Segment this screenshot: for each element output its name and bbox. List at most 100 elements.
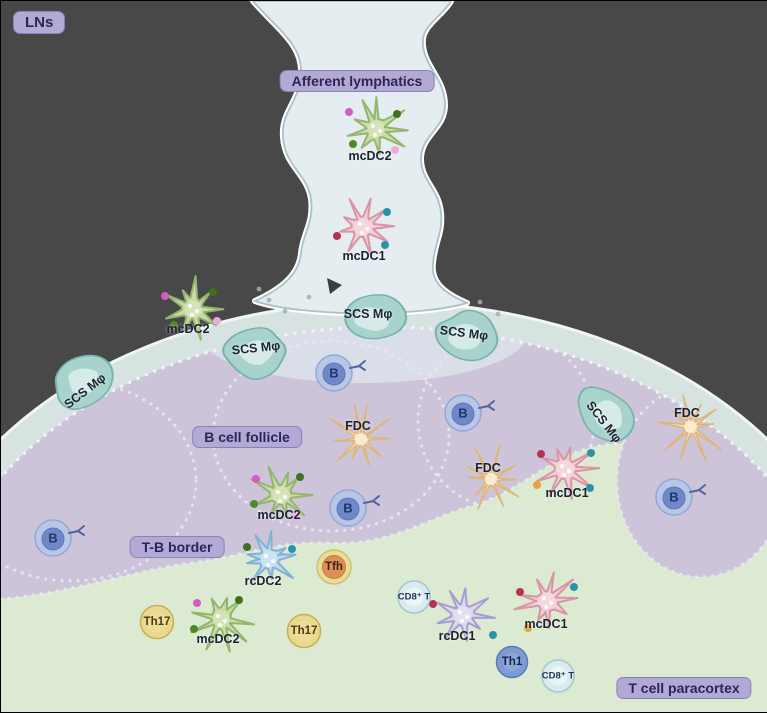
antigen-dot (586, 484, 594, 492)
fdc-cell (329, 404, 391, 466)
scs-macrophage-cell (222, 327, 287, 381)
fdc-label-3: FDC (674, 406, 700, 420)
b-cell-label-3: B (343, 500, 353, 516)
cd8-t-label-1: CD8⁺ T (397, 591, 431, 603)
antigen-dot (252, 475, 260, 483)
antigen-dot (209, 288, 217, 296)
mcdc1-label-vessel: mcDC1 (342, 249, 386, 263)
antigen-dot (161, 292, 169, 300)
antigen-dot (393, 110, 401, 118)
scs-macrophage-cell (344, 294, 408, 340)
antigen-dot (345, 108, 353, 116)
antigen-dot (570, 583, 578, 591)
antigen-dot (391, 146, 399, 154)
follicle-dotted-border (211, 339, 451, 533)
antigen-dot (193, 599, 201, 607)
antigen-dot (587, 449, 595, 457)
antigen-dot (533, 481, 541, 489)
follicle-dotted-border (615, 383, 767, 579)
antigen-dot (381, 241, 389, 249)
th17-cell (286, 613, 322, 649)
t-cell-paracortex-region (1, 425, 767, 712)
debris-dot (256, 286, 262, 292)
cd8-t-cell (541, 659, 575, 693)
antigen-dot (250, 500, 258, 508)
mcdc2-cell (161, 275, 225, 341)
afferent-lymphatics-label: Afferent lymphatics (279, 70, 435, 92)
tb-border-label: T-B border (129, 536, 225, 558)
antigen-dot (296, 473, 304, 481)
antigen-dot (429, 600, 437, 608)
b-cell (655, 478, 706, 516)
rcdc1-cell (429, 587, 497, 642)
mcdc1-label-bottom: mcDC1 (524, 617, 568, 631)
scs-macrophage-cell (434, 309, 499, 362)
cd8-t-label-2: CD8⁺ T (541, 670, 575, 682)
antigen-dot (292, 513, 300, 521)
debris-dot (266, 297, 272, 303)
debris-dot (306, 294, 312, 300)
th1-cell (495, 645, 529, 679)
b-cell-label-2: B (458, 405, 468, 421)
antigen-dot (243, 543, 251, 551)
mcdc1-cell (533, 446, 601, 500)
antigen-dot (524, 624, 532, 632)
rcdc2-label: rcDC2 (244, 574, 282, 588)
cd8-t-cell (397, 580, 431, 614)
follicle-dotted-border (1, 379, 198, 583)
mcdc2-label-vessel: mcDC2 (348, 149, 392, 163)
t-cell-paracortex-label: T cell paracortex (616, 677, 752, 699)
b-cell-label-1: B (329, 365, 339, 381)
lns-badge: LNs (13, 11, 66, 34)
fdc-cell (656, 394, 722, 463)
debris-dot (282, 308, 288, 314)
rcdc1-label: rcDC1 (438, 629, 476, 643)
antigen-dot (349, 140, 357, 148)
b-cell (315, 354, 366, 392)
antigen-dot (333, 232, 341, 240)
mcdc2-label-mid: mcDC2 (257, 508, 301, 522)
mcdc1-cell (513, 571, 579, 632)
antigen-dot (235, 596, 243, 604)
mcdc2-cell (345, 96, 409, 156)
b-cell-receptor-icon (349, 360, 366, 371)
fdc-label-1: FDC (345, 419, 371, 433)
th17-cell (139, 604, 175, 640)
antigen-dot (516, 588, 524, 596)
mcdc2-cell (250, 465, 314, 521)
entry-arrow (327, 278, 342, 294)
scs-macrophage-cell (54, 354, 114, 411)
b-cell-receptor-icon (478, 400, 495, 411)
rcdc2-cell (243, 530, 297, 583)
antigen-dot (489, 631, 497, 639)
antigen-dot (288, 545, 296, 553)
mcdc2-label-rim: mcDC2 (166, 322, 210, 336)
fdc-cell (466, 444, 520, 510)
scs-macrophage-label-3: SCS Mφ (343, 307, 393, 321)
fdc-label-2: FDC (475, 461, 501, 475)
b-cell-label-4: B (48, 530, 58, 546)
b-cell (34, 519, 85, 557)
mcdc2-label-bottom: mcDC2 (196, 632, 240, 646)
mcdc2-cell (190, 596, 255, 653)
b-cell (329, 489, 380, 527)
th1-label: Th1 (501, 656, 523, 668)
tfh-label: Tfh (325, 561, 343, 573)
antigen-dot (537, 450, 545, 458)
antigen-dot (190, 625, 198, 633)
mcdc1-cell (333, 197, 396, 257)
b-cell-receptor-icon (363, 495, 380, 506)
b-cell-receptor-icon (689, 484, 706, 495)
mcdc1-label-right: mcDC1 (545, 486, 589, 500)
antigen-dot (170, 321, 178, 329)
tfh-cell (316, 549, 352, 585)
th17-label-1: Th17 (143, 616, 171, 628)
th17-label-2: Th17 (290, 625, 318, 637)
b-cell-label-5: B (669, 489, 679, 505)
debris-dot (477, 299, 483, 305)
antigen-dot (213, 317, 221, 325)
scs-macrophage-cell (577, 386, 635, 443)
b-cell (444, 394, 495, 432)
b-cell-receptor-icon (68, 525, 85, 536)
